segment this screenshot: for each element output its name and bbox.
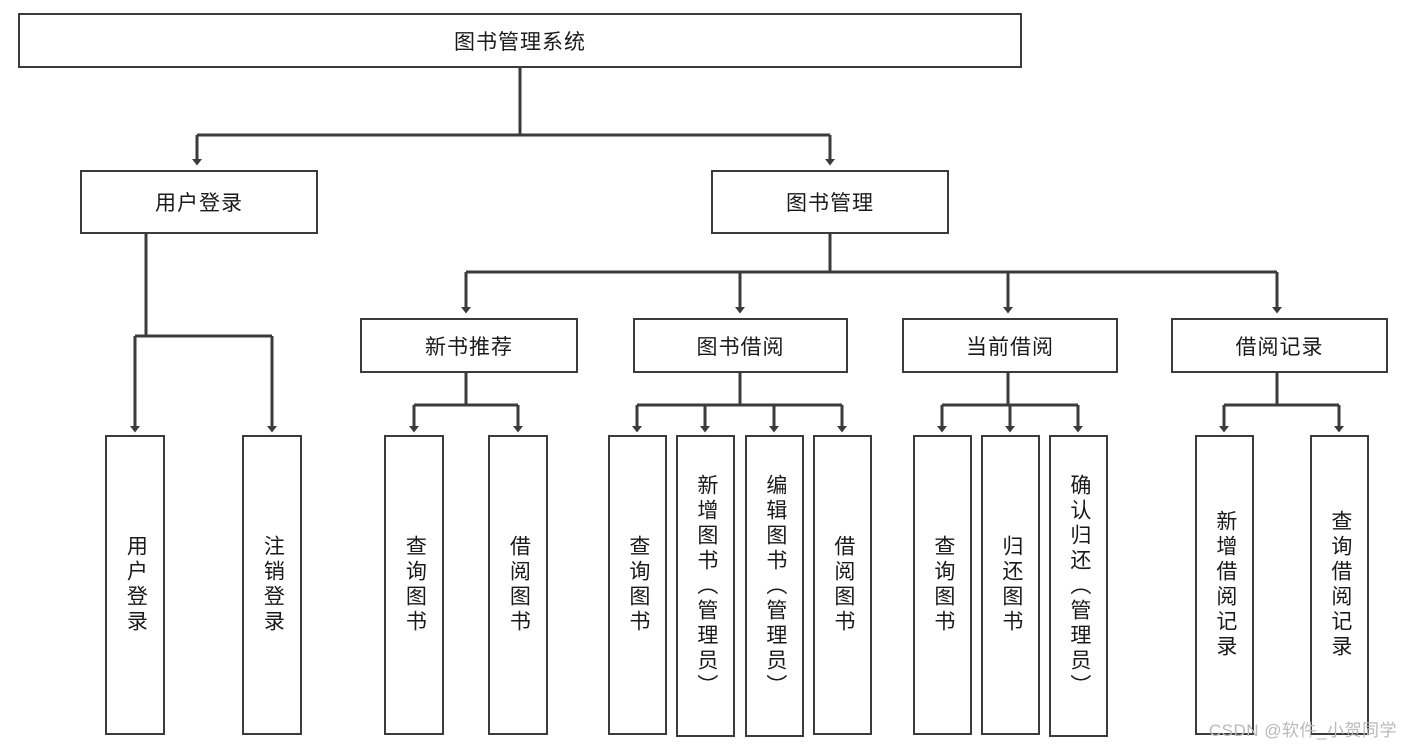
leaf-book-borrow-query[interactable]: 查询图书 (608, 435, 667, 735)
leaf-current-borrow-confirm-return[interactable]: 确认归还（管理员） (1049, 435, 1108, 737)
leaf-current-borrow-return[interactable]: 归还图书 (981, 435, 1040, 735)
node-label: 当前借阅 (966, 335, 1054, 359)
node-label: 编辑图书（管理员） (763, 473, 787, 699)
node-label: 确认归还（管理员） (1067, 473, 1091, 699)
node-label: 新增图书（管理员） (694, 473, 718, 699)
node-current-borrow[interactable]: 当前借阅 (902, 318, 1118, 373)
leaf-book-borrow-borrow[interactable]: 借阅图书 (813, 435, 872, 735)
node-label: 借阅图书 (507, 535, 531, 635)
node-label: 用户登录 (155, 192, 243, 215)
leaf-user-login-login[interactable]: 用户登录 (105, 435, 165, 735)
leaf-borrow-record-query[interactable]: 查询借阅记录 (1310, 435, 1369, 735)
node-label: 查询图书 (626, 535, 650, 635)
leaf-new-book-borrow[interactable]: 借阅图书 (488, 435, 548, 735)
leaf-current-borrow-query[interactable]: 查询图书 (913, 435, 972, 735)
node-label: 借阅图书 (831, 535, 855, 635)
node-user-login[interactable]: 用户登录 (80, 170, 318, 234)
node-root-book-management-system[interactable]: 图书管理系统 (18, 13, 1022, 68)
node-borrow-record[interactable]: 借阅记录 (1171, 318, 1388, 373)
node-label: 新书推荐 (425, 335, 513, 359)
node-label: 查询图书 (931, 535, 955, 635)
node-label: 图书管理 (786, 192, 874, 215)
leaf-new-book-query[interactable]: 查询图书 (384, 435, 444, 735)
leaf-user-login-logout[interactable]: 注销登录 (242, 435, 302, 735)
node-label: 用户登录 (124, 535, 148, 635)
node-label: 查询图书 (403, 535, 427, 635)
node-label: 归还图书 (999, 535, 1023, 635)
node-label: 注销登录 (261, 535, 285, 635)
node-label: 查询借阅记录 (1328, 510, 1352, 660)
node-book-borrow[interactable]: 图书借阅 (633, 318, 848, 373)
leaf-book-borrow-add[interactable]: 新增图书（管理员） (676, 435, 735, 737)
node-label: 图书管理系统 (454, 30, 586, 54)
node-label: 新增借阅记录 (1213, 510, 1237, 660)
watermark: CSDN @软件_小贺同学 (1208, 721, 1397, 740)
node-label: 借阅记录 (1235, 335, 1324, 359)
node-new-book-recommend[interactable]: 新书推荐 (360, 318, 578, 373)
leaf-borrow-record-add[interactable]: 新增借阅记录 (1195, 435, 1254, 735)
leaf-book-borrow-edit[interactable]: 编辑图书（管理员） (745, 435, 804, 737)
node-book-management[interactable]: 图书管理 (711, 170, 949, 234)
node-label: 图书借阅 (696, 335, 785, 359)
